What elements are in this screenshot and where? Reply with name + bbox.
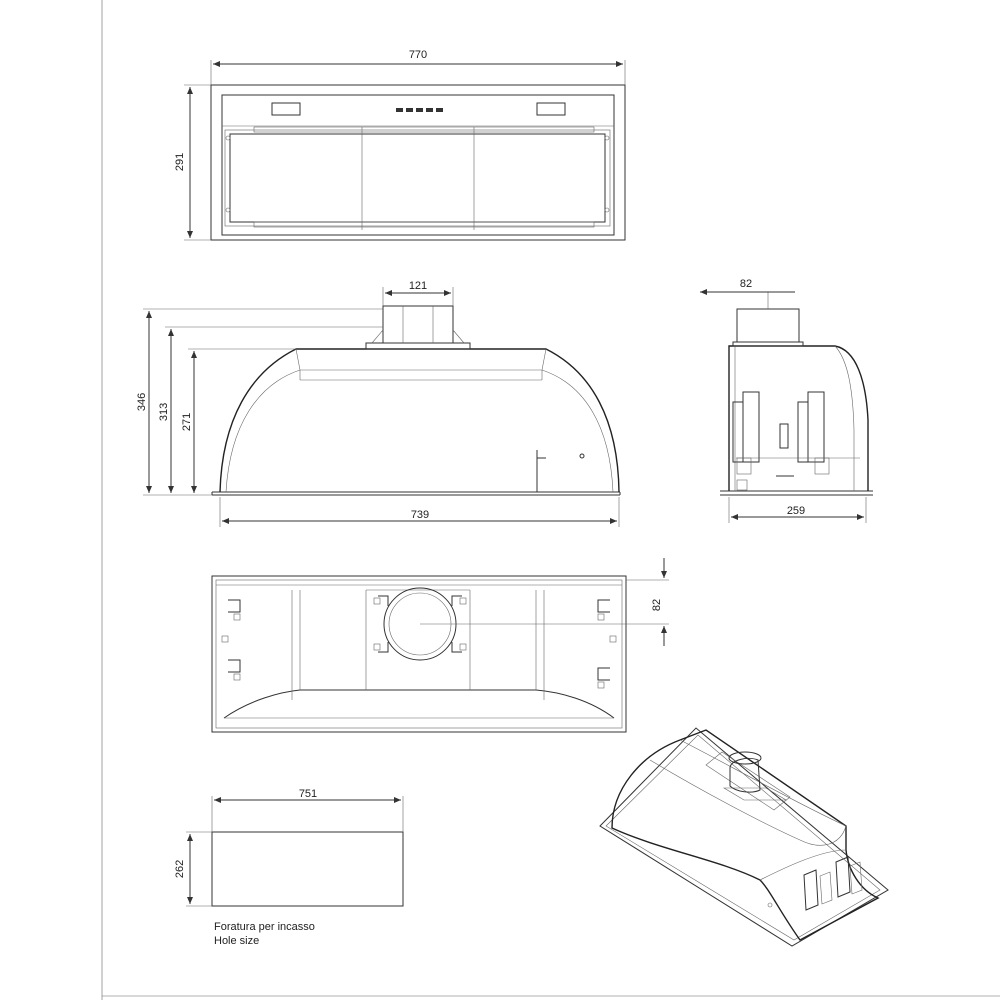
dim-side-base: 739 [219, 497, 620, 527]
control-buttons [396, 108, 443, 112]
dim-cutout-width: 751 [211, 788, 404, 832]
end-duct-collar [736, 308, 800, 343]
front-view [210, 84, 626, 241]
caption-italian: Foratura per incasso [214, 921, 315, 933]
side-duct-collar [382, 305, 454, 344]
dim-739: 739 [411, 509, 429, 521]
dim-end-duct: 82 [700, 278, 795, 309]
cutout-rectangle [211, 831, 404, 907]
dim-259: 259 [787, 505, 805, 517]
caption-english: Hole size [214, 935, 259, 947]
dim-770: 770 [409, 49, 427, 61]
bottom-view [211, 575, 669, 733]
dim-291: 291 [174, 153, 186, 171]
dim-front-height: 291 [174, 84, 211, 241]
dim-751: 751 [299, 788, 317, 800]
dim-346: 346 [136, 393, 148, 411]
front-right-vent [536, 102, 566, 116]
dim-end-depth: 259 [728, 497, 867, 523]
filter-panel [229, 133, 606, 223]
cutout-view [211, 831, 404, 907]
dim-121: 121 [409, 280, 427, 292]
front-left-vent [271, 102, 301, 116]
dim-end-82: 82 [740, 278, 752, 290]
dim-side-duct: 121 [382, 280, 454, 306]
dim-cutout-height: 262 [174, 831, 212, 907]
side-view [211, 305, 621, 496]
dim-bottom-duct: 82 [626, 558, 669, 646]
dim-side-heights: 346 313 271 [136, 308, 383, 496]
end-view [720, 308, 873, 496]
dim-front-width: 770 [210, 49, 626, 85]
dim-313: 313 [158, 403, 170, 421]
isometric-view [599, 727, 889, 947]
dim-271: 271 [181, 413, 193, 431]
dim-262: 262 [174, 860, 186, 878]
iso-duct-collar [729, 757, 761, 793]
dim-bottom-82: 82 [651, 599, 663, 611]
